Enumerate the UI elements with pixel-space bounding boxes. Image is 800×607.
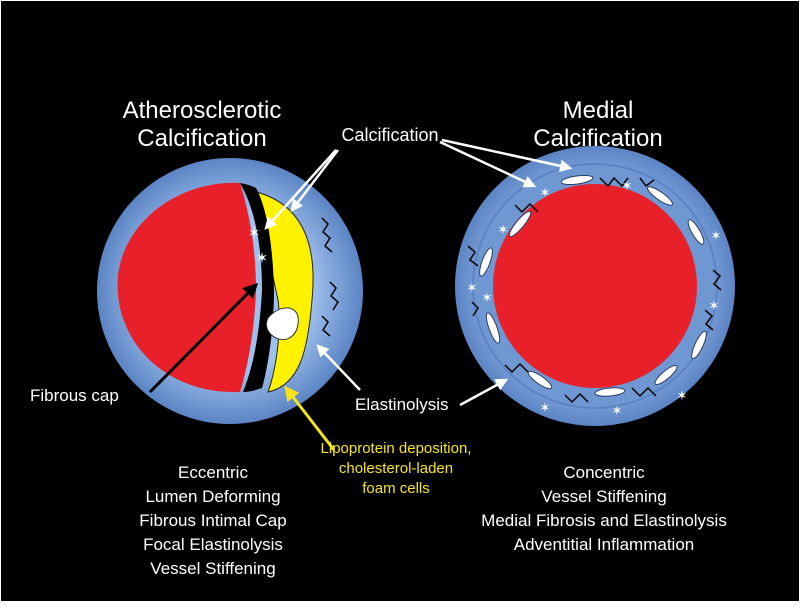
calcification-label: Calcification — [341, 125, 438, 145]
calcified-plate — [485, 312, 501, 344]
calcified-plate — [508, 210, 532, 238]
calcified-plate — [687, 219, 705, 245]
calcification-star-icon: ✶ — [248, 225, 261, 242]
calcified-plate — [479, 247, 493, 277]
calcification-arrow-4 — [441, 138, 573, 172]
feature-left-item: Vessel Stiffening — [150, 559, 275, 578]
medial-vessel: ✶ ✶ ✶ ✶ ✶ ✶ ✶ ✶ ✶ ✶ — [455, 146, 735, 426]
calcification-star-icon: ✶ — [498, 222, 509, 237]
calcification-star-icon: ✶ — [622, 178, 633, 193]
calcified-nodule — [265, 307, 299, 340]
elastin-fiber-zigzag — [631, 386, 657, 398]
features-left: Eccentric Lumen Deforming Fibrous Intima… — [139, 463, 286, 578]
calcification-star-icon: ✶ — [677, 388, 688, 403]
elastin-fiber-zigzag — [564, 392, 589, 404]
calcification-arrow-1 — [264, 149, 337, 230]
calcification-star-icon: ✶ — [612, 403, 623, 418]
calcification-star-icon: ✶ — [711, 228, 722, 243]
lumen-left — [117, 182, 257, 393]
lipoprotein-label-line1: Lipoprotein deposition, — [321, 440, 472, 457]
feature-right-item: Vessel Stiffening — [541, 487, 666, 506]
elastin-fiber-zigzag — [514, 202, 539, 214]
calcified-plate — [594, 387, 626, 397]
fibrous-cap-shape — [240, 183, 274, 392]
lipoprotein-label-line2: cholesterol-laden — [339, 460, 453, 477]
elastin-fiber-zigzag — [504, 362, 529, 374]
elastin-fiber-zigzag — [639, 177, 655, 188]
calcification-arrow-2 — [290, 149, 339, 212]
elastin-fiber-zigzag — [471, 301, 479, 317]
fibrous-cap-label: Fibrous cap — [30, 386, 119, 405]
calcified-plate — [654, 364, 678, 386]
elastin-fiber-zigzag — [712, 269, 722, 291]
medial-elastin-fibers — [467, 176, 722, 404]
calcification-star-icon: ✶ — [256, 250, 269, 267]
feature-left-item: Fibrous Intimal Cap — [139, 511, 286, 530]
calcification-star-icon: ✶ — [709, 298, 720, 313]
elastinolysis-label: Elastinolysis — [355, 395, 449, 414]
lipoprotein-label-line3: foam cells — [362, 480, 430, 497]
feature-right-item: Medial Fibrosis and Elastinolysis — [481, 511, 727, 530]
medial-calcification-stars: ✶ ✶ ✶ ✶ ✶ ✶ ✶ ✶ ✶ ✶ — [467, 178, 722, 418]
elastin-fiber-zigzag — [467, 245, 479, 267]
lumen-right — [493, 184, 697, 388]
title-right-line1: Medial — [563, 97, 634, 124]
calcification-star-icon: ✶ — [540, 185, 551, 200]
elastin-fiber-zigzag — [704, 309, 714, 331]
feature-left-item: Eccentric — [178, 463, 248, 482]
calcified-plate — [527, 370, 553, 390]
elastin-fiber-zigzag — [321, 217, 333, 253]
elastin-fiber-zigzag — [321, 315, 331, 337]
calcification-arrow-3 — [439, 140, 537, 188]
calcification-star-icon: ✶ — [540, 400, 551, 415]
elastinolysis-arrow-right — [459, 378, 509, 407]
calcification-star-icon: ✶ — [482, 290, 493, 305]
feature-left-item: Lumen Deforming — [145, 487, 280, 506]
calcified-plate — [647, 186, 673, 206]
calcified-plate — [691, 330, 707, 360]
fibrous-cap-arrow — [148, 282, 259, 394]
features-right: Concentric Vessel Stiffening Medial Fibr… — [481, 463, 727, 554]
elastin-fiber-zigzag — [599, 176, 629, 188]
elastinolysis-arrow-left — [316, 344, 361, 391]
title-right-line2: Calcification — [533, 125, 662, 152]
feature-left-item: Focal Elastinolysis — [143, 535, 283, 554]
feature-right-item: Concentric — [563, 463, 645, 482]
calcified-plate — [560, 174, 594, 186]
feature-right-item: Adventitial Inflammation — [514, 535, 694, 554]
calcification-star-icon: ✶ — [467, 280, 478, 295]
title-left-line2: Calcification — [137, 125, 266, 152]
medial-calcification-plates — [479, 174, 707, 397]
lipoprotein-arrow — [284, 385, 336, 451]
atherosclerotic-vessel: ✶ ✶ — [97, 158, 363, 424]
title-left-line1: Atherosclerotic — [123, 97, 282, 124]
elastin-fiber-zigzag — [329, 281, 339, 311]
